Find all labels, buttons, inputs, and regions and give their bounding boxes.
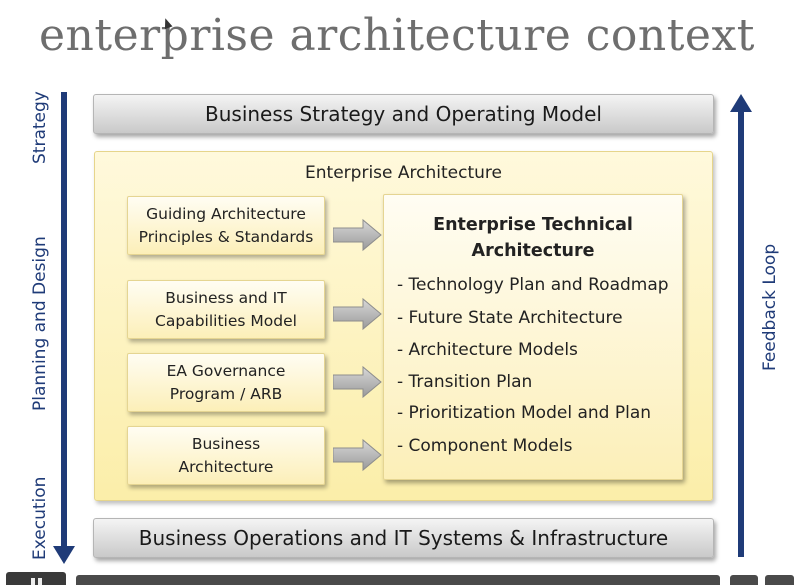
progress-bar[interactable] [76,575,720,585]
technical-title-line: Architecture [471,241,595,261]
input-line: EA Governance [166,361,286,380]
arrow-up-icon [730,94,752,112]
settings-button[interactable] [765,575,794,585]
axis-label-feedback-loop: Feedback Loop [760,243,780,371]
axis-label-strategy: Strategy [30,91,50,164]
axis-label-execution: Execution [30,476,50,560]
pause-button[interactable] [6,572,66,585]
business-strategy-bar: Business Strategy and Operating Model [93,94,714,134]
pause-icon [31,578,35,585]
technical-title-line: Enterprise Technical [433,215,633,235]
technical-item: - Transition Plan [397,372,533,392]
left-axis-line [61,92,67,548]
business-operations-bar: Business Operations and IT Systems & Inf… [93,518,714,558]
page-title: enterprise architecture context [39,10,755,61]
input-line: Guiding Architecture [146,204,306,223]
technical-item: - Future State Architecture [397,308,623,328]
technical-item: - Architecture Models [397,340,578,360]
ea-title: Enterprise Architecture [305,163,502,183]
arrow-right-icon [333,218,382,252]
input-box-capabilities: Business and IT Capabilities Model [127,280,325,339]
axis-label-planning: Planning and Design [30,236,50,411]
technical-architecture-title: Enterprise Technical Architecture [384,212,682,264]
arrow-down-icon [53,546,75,564]
arrow-right-icon [333,365,382,399]
input-line: Architecture [178,457,274,476]
input-line: Business [191,434,261,453]
enterprise-architecture-box: Enterprise Architecture Guiding Architec… [94,151,713,501]
input-line: Program / ARB [169,384,283,403]
input-box-principles: Guiding Architecture Principles & Standa… [127,196,325,255]
arrow-right-icon [333,438,382,472]
technical-architecture-box: Enterprise Technical Architecture - Tech… [383,194,683,480]
right-axis-line [738,110,744,557]
technical-item: - Technology Plan and Roadmap [397,275,669,295]
arrow-right-icon [333,297,382,331]
technical-item: - Component Models [397,436,573,456]
fullscreen-button[interactable] [730,575,758,585]
input-line: Capabilities Model [155,311,297,330]
input-box-governance: EA Governance Program / ARB [127,353,325,412]
input-line: Principles & Standards [138,227,314,246]
pause-icon [38,578,42,585]
input-line: Business and IT [165,288,287,307]
input-box-business-architecture: Business Architecture [127,426,325,485]
technical-item: - Prioritization Model and Plan [397,403,652,423]
